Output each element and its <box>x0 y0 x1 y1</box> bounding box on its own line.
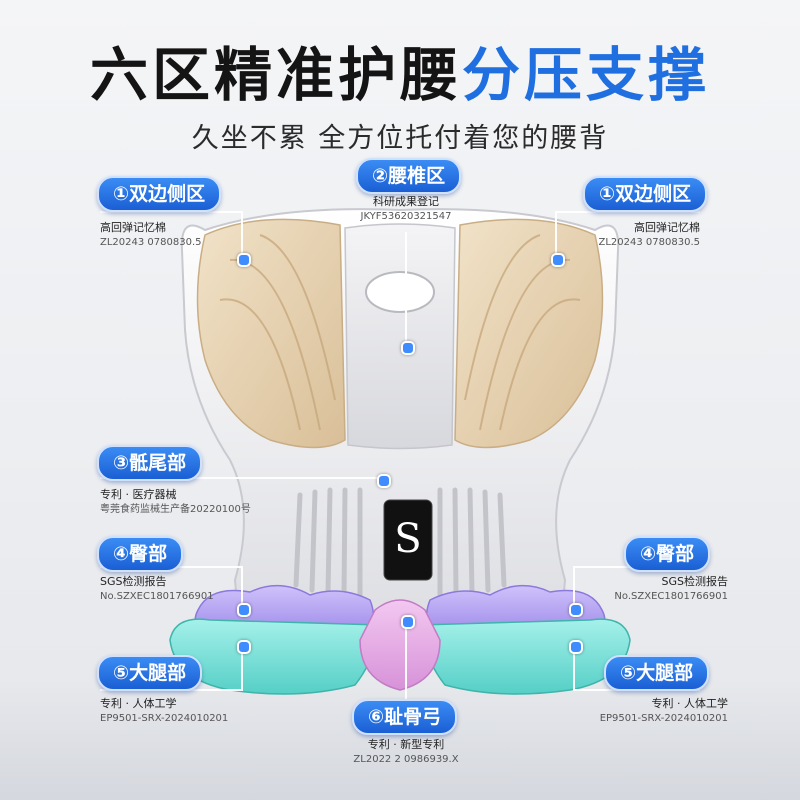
lumbar-marker <box>401 341 415 355</box>
hip-right-line2: No.SZXEC1801766901 <box>614 591 728 602</box>
right-side-line1: 高回弹记忆棉 <box>634 221 700 234</box>
pubic-line1: 专利 · 新型专利 <box>367 738 445 751</box>
left-side-line2: ZL20243 0780830.5 <box>100 237 202 248</box>
hip-left-badge: ④臀部 <box>97 536 184 572</box>
thigh-left-line2: EP9501-SRX-2024010201 <box>100 713 229 724</box>
left-side-badge: ①双边侧区 <box>97 176 222 212</box>
hip-right-note: SGS检测报告 No.SZXEC1801766901 <box>614 574 728 604</box>
thigh-right-line2: EP9501-SRX-2024010201 <box>599 713 728 724</box>
left-side-line1: 高回弹记忆棉 <box>100 221 166 234</box>
left-side-pad <box>196 218 346 449</box>
right-side-pad <box>454 218 604 449</box>
lumbar-badge: ②腰椎区 <box>356 158 462 194</box>
coccyx-badge: ③骶尾部 <box>97 445 203 481</box>
lumbar-vent <box>365 271 435 313</box>
lower-ribs <box>293 487 507 598</box>
thigh-right-marker <box>569 640 583 654</box>
hip-right-badge: ④臀部 <box>624 536 711 572</box>
coccyx-line1: 专利 · 医疗器械 <box>100 488 177 501</box>
subheadline: 久坐不累 全方位托付着您的腰背 <box>191 123 609 154</box>
thigh-left-marker <box>237 640 251 654</box>
hip-left-marker <box>237 603 251 617</box>
thigh-left-line1: 专利 · 人体工学 <box>100 697 177 710</box>
lumbar-line2: JKYF53620321547 <box>360 211 452 222</box>
hip-right-marker <box>569 603 583 617</box>
lumbar-note: 科研成果登记 JKYF53620321547 <box>300 194 512 224</box>
hip-left-note: SGS检测报告 No.SZXEC1801766901 <box>100 574 214 604</box>
lumbar-line1: 科研成果登记 <box>373 195 439 208</box>
coccyx-note: 专利 · 医疗器械 粤莞食药监械生产备20220100号 <box>100 487 251 517</box>
right-side-marker <box>551 253 565 267</box>
thigh-right-badge: ⑤大腿部 <box>604 655 710 691</box>
coccyx-marker <box>377 474 391 488</box>
left-side-marker <box>237 253 251 267</box>
headline-part1: 六区精准护腰 <box>89 41 462 109</box>
hip-left-line2: No.SZXEC1801766901 <box>100 591 214 602</box>
pubic-marker <box>401 615 415 629</box>
right-side-line2: ZL20243 0780830.5 <box>598 237 701 248</box>
headline-part2: 分压支撑 <box>462 41 711 109</box>
thigh-left-note: 专利 · 人体工学 EP9501-SRX-2024010201 <box>100 696 228 726</box>
thigh-right-line1: 专利 · 人体工学 <box>651 697 729 710</box>
headline: 六区精准护腰分压支撑 <box>0 28 800 112</box>
right-side-note: 高回弹记忆棉 ZL20243 0780830.5 <box>599 220 701 250</box>
thigh-pad-right <box>419 618 631 695</box>
hip-right-line1: SGS检测报告 <box>661 575 729 588</box>
thigh-right-note: 专利 · 人体工学 EP9501-SRX-2024010201 <box>600 696 728 726</box>
right-side-badge: ①双边侧区 <box>583 176 708 212</box>
pubic-note: 专利 · 新型专利 ZL2022 2 0986939.X <box>300 737 512 767</box>
coccyx-line2: 粤莞食药监械生产备20220100号 <box>100 504 251 515</box>
left-side-note: 高回弹记忆棉 ZL20243 0780830.5 <box>100 220 202 250</box>
hip-left-line1: SGS检测报告 <box>100 575 167 588</box>
thigh-left-badge: ⑤大腿部 <box>97 655 203 691</box>
logo-glyph: S <box>394 516 421 562</box>
pubic-line2: ZL2022 2 0986939.X <box>353 754 459 765</box>
logo-tag <box>383 499 433 581</box>
thigh-pad-left <box>169 618 381 695</box>
pubic-pad <box>359 599 441 691</box>
pubic-badge: ⑥耻骨弓 <box>352 699 458 735</box>
